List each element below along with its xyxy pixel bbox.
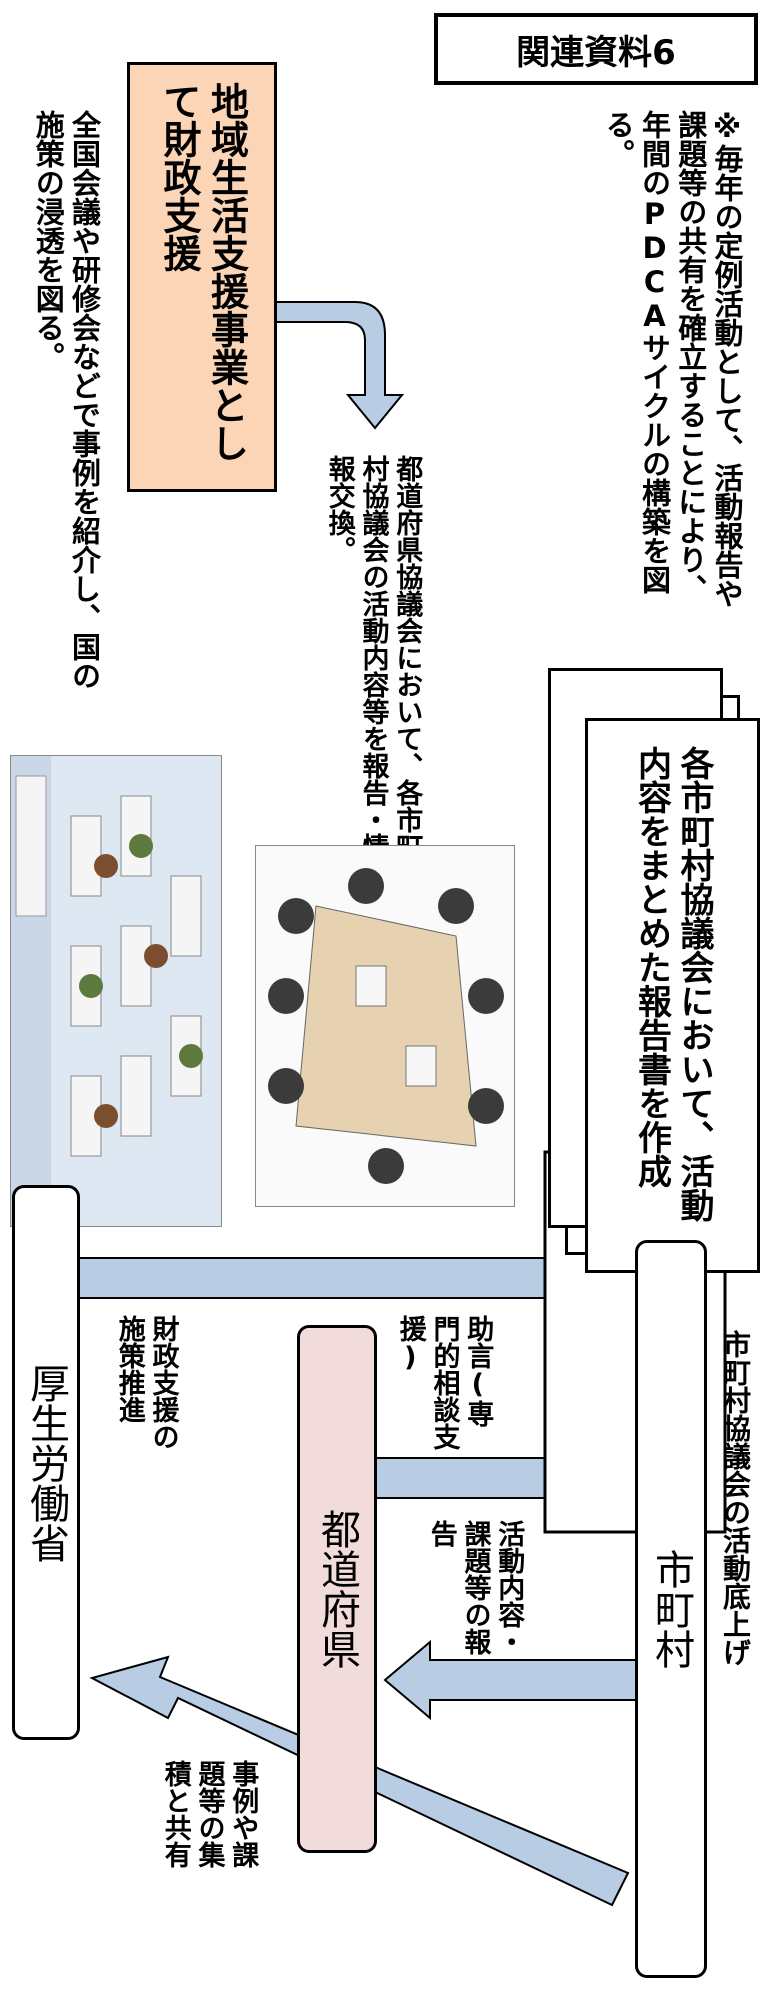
prefecture-note: 都道府県協議会において、各市町村協議会の活動内容等を報告・情報交換。: [322, 455, 423, 875]
municipality-box: 市町村: [635, 1240, 707, 1978]
label-prefecture-to-municipality: 助言(専門的相談支援): [393, 1315, 494, 1450]
label-municipality-to-prefecture: 活動内容・課題等の報告: [424, 1520, 525, 1655]
label-municipality-to-prefecture-text: 活動内容・課題等の報告: [425, 1520, 525, 1655]
label-sharing: 事例や課題等の集積と共有: [158, 1760, 259, 1885]
training-illustration: [10, 755, 222, 1227]
ministry-box: 厚生労働省: [12, 1185, 80, 1740]
prefecture-note-text: 都道府県協議会において、各市町村協議会の活動内容等を報告・情報交換。: [323, 455, 423, 860]
bottom-caption: 市町村協議会の活動底上げ: [718, 1330, 753, 1830]
label-ministry-to-municipality-text: 財政支援の施策推進: [113, 1315, 179, 1450]
municipality-label: 市町村: [648, 1549, 694, 1669]
arrow-budget-curve: [274, 301, 405, 430]
meeting-illustration: [255, 845, 515, 1207]
bottom-caption-text: 市町村協議会の活動底上げ: [719, 1330, 752, 1666]
label-ministry-to-municipality: 財政支援の施策推進: [112, 1315, 180, 1450]
pdca-note-text: ※毎年の定例活動として、活動報告や課題等の共有を確立することにより、年間のPDC…: [601, 110, 744, 608]
report-box-text: 各市町村協議会において、活動内容をまとめた報告書を作成: [631, 745, 715, 1222]
report-box: 各市町村協議会において、活動内容をまとめた報告書を作成: [585, 718, 760, 1273]
pdca-note: ※毎年の定例活動として、活動報告や課題等の共有を確立することにより、年間のPDC…: [600, 110, 745, 630]
prefecture-label: 都道府県: [314, 1509, 360, 1669]
budget-box-text: 地域生活支援事業として財政支援: [157, 82, 249, 462]
top-note-text: 全国会議や研修会などで事例を紹介し、国の施策の浸透を図る。: [31, 110, 102, 690]
top-note: 全国会議や研修会などで事例を紹介し、国の施策の浸透を図る。: [30, 110, 103, 690]
budget-box: 地域生活支援事業として財政支援: [127, 62, 277, 492]
title-badge-label: 関連資料6: [516, 32, 676, 73]
arrow-municipality-to-prefecture: [383, 1639, 641, 1721]
label-prefecture-to-municipality-text: 助言(専門的相談支援): [394, 1315, 494, 1450]
ministry-label: 厚生労働省: [23, 1362, 69, 1563]
prefecture-box: 都道府県: [297, 1325, 377, 1853]
label-sharing-text: 事例や課題等の集積と共有: [159, 1760, 259, 1868]
title-badge: 関連資料6: [434, 13, 758, 85]
